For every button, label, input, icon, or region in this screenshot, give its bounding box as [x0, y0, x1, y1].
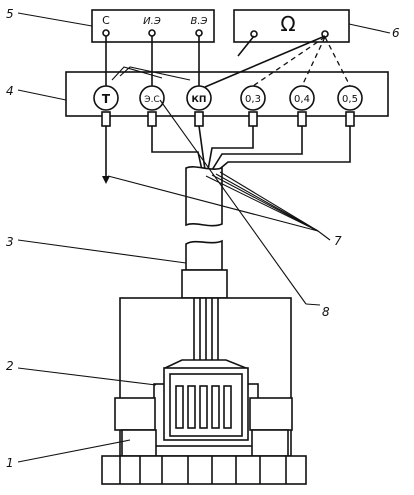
selector-terminal-ve [195, 29, 203, 37]
leader-lines [17, 12, 391, 463]
jumper-b [119, 66, 191, 81]
meter-kp-label: КП [192, 95, 207, 105]
meter-t-label: Т [102, 92, 111, 106]
meter-04-label: 0,4 [294, 94, 310, 105]
lead-05 [215, 126, 351, 173]
electrode-plates [175, 385, 232, 429]
wire-8 [159, 99, 307, 305]
wire-7d [215, 173, 319, 232]
callout-4: 4 [6, 84, 14, 98]
callout-2: 2 [6, 359, 14, 373]
meter-03: 0,3 [240, 85, 266, 111]
cell-leads [193, 298, 219, 360]
wire-ohm-right-to-kp [204, 35, 326, 88]
meter-board [65, 71, 389, 117]
lead-04 [211, 126, 303, 171]
lead-kp [198, 125, 206, 171]
meter-es: Э.С [139, 85, 165, 111]
connector-housing [181, 269, 228, 299]
base-block-right [251, 429, 289, 457]
clamp-right [249, 397, 293, 431]
cable-bundle-lower [185, 239, 223, 271]
meter-t: Т [93, 85, 119, 111]
lead-03 [207, 126, 254, 171]
lead-t-arrow [102, 176, 110, 184]
base-plate-segments [119, 456, 287, 484]
base-block-left [121, 429, 157, 457]
selector-label-ve: В.Э [190, 16, 207, 27]
dashed-to-04 [301, 36, 326, 87]
dashed-to-05 [324, 36, 351, 87]
wire-ohm-left-a [237, 35, 255, 57]
wire-7b [205, 175, 319, 232]
selector-terminal-c [102, 29, 110, 37]
callout-1: 1 [6, 456, 14, 470]
ohmmeter-panel: Ω [233, 9, 350, 43]
cable-bundle-upper [185, 166, 223, 227]
meter-03-label: 0,3 [245, 94, 261, 105]
selector-panel: С И.Э В.Э [91, 9, 215, 43]
meter-04: 0,4 [289, 85, 315, 111]
wire-7a [107, 175, 319, 232]
selector-label-ie: И.Э [143, 16, 161, 27]
jumper-a [111, 66, 163, 81]
meter-05: 0,5 [337, 85, 363, 111]
wire-7e [219, 171, 319, 232]
meter-05-label: 0,5 [342, 94, 358, 105]
meter-kp: КП [186, 85, 212, 111]
selector-terminal-ie [148, 29, 156, 37]
callout-6: 6 [392, 26, 400, 40]
callout-5: 5 [6, 7, 14, 21]
clamp-left [114, 397, 156, 431]
callout-8: 8 [322, 305, 330, 319]
selector-label-c: С [102, 14, 110, 27]
ohm-symbol: Ω [280, 12, 295, 36]
dashed-to-03 [252, 36, 326, 87]
base-plate [101, 455, 307, 485]
meter-es-label: Э.С [144, 95, 159, 105]
lead-es [151, 126, 203, 171]
callout-7: 7 [334, 234, 342, 248]
callout-3: 3 [6, 235, 14, 249]
